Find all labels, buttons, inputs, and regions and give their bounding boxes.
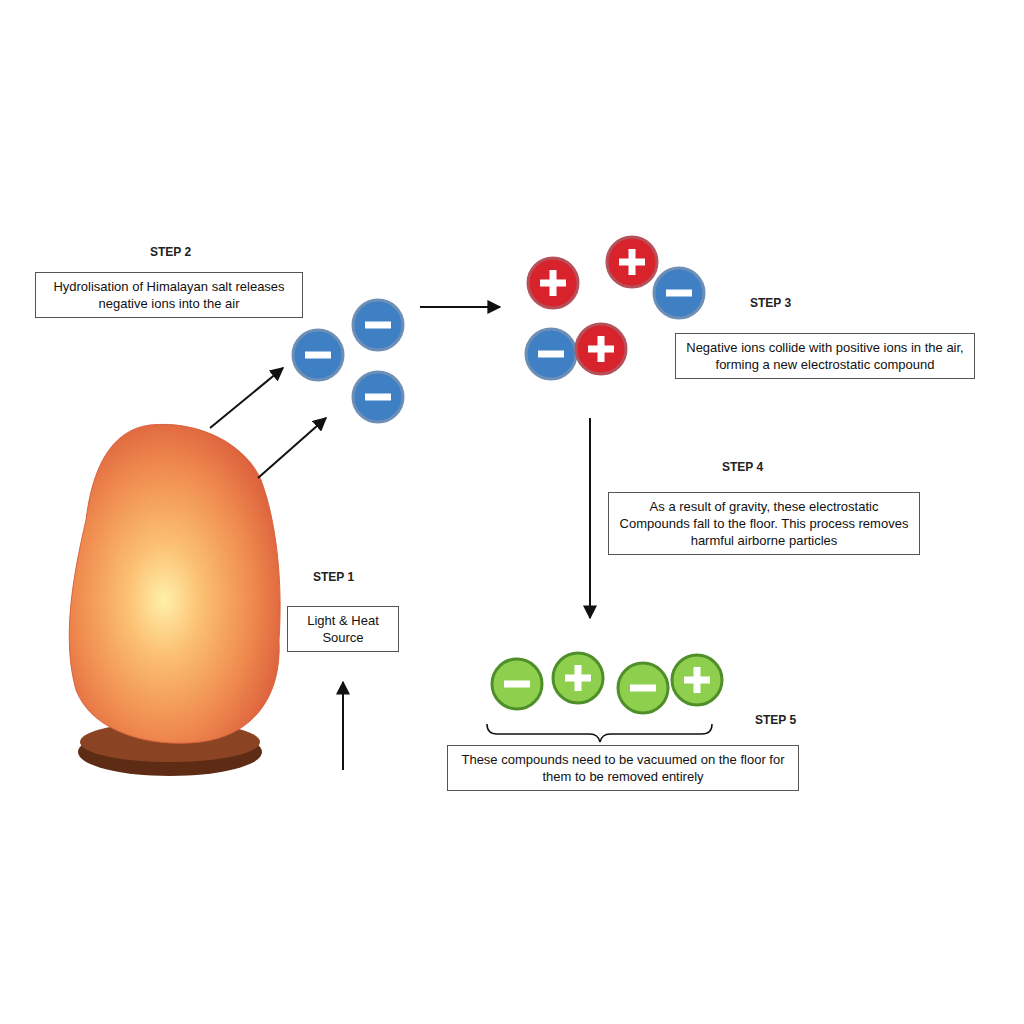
step-box: Negative ions collide with positive ions… bbox=[675, 333, 975, 379]
step-heading: STEP 4 bbox=[608, 460, 920, 474]
negative-ions bbox=[293, 300, 403, 422]
step-box: As a result of gravity, these electrosta… bbox=[608, 492, 920, 555]
step-node: STEP 4 As a result of gravity, these elec… bbox=[608, 460, 920, 555]
step-heading: STEP 3 bbox=[675, 296, 975, 310]
step-box: Hydrolisation of Himalayan salt releases… bbox=[35, 272, 303, 318]
step-node: STEP 3 Negative ions collide with positiv… bbox=[675, 296, 975, 379]
step-heading: STEP 5 bbox=[447, 713, 799, 727]
step-heading: STEP 1 bbox=[287, 570, 399, 584]
electrostatic-compounds bbox=[492, 653, 722, 713]
salt-lamp bbox=[69, 424, 280, 743]
step-heading: STEP 2 bbox=[35, 245, 303, 259]
step-box: These compounds need to be vacuumed on t… bbox=[447, 745, 799, 791]
step-node: STEP 2 Hydrolisation of Himalayan salt re… bbox=[35, 245, 303, 318]
step-node: STEP 5 These compounds need to be vacuume… bbox=[447, 713, 799, 791]
step-box: Light & Heat Source bbox=[287, 606, 399, 652]
process-arrows bbox=[210, 307, 590, 770]
bracket bbox=[487, 724, 712, 742]
step-node: STEP 1 Light & Heat Source bbox=[287, 570, 399, 652]
